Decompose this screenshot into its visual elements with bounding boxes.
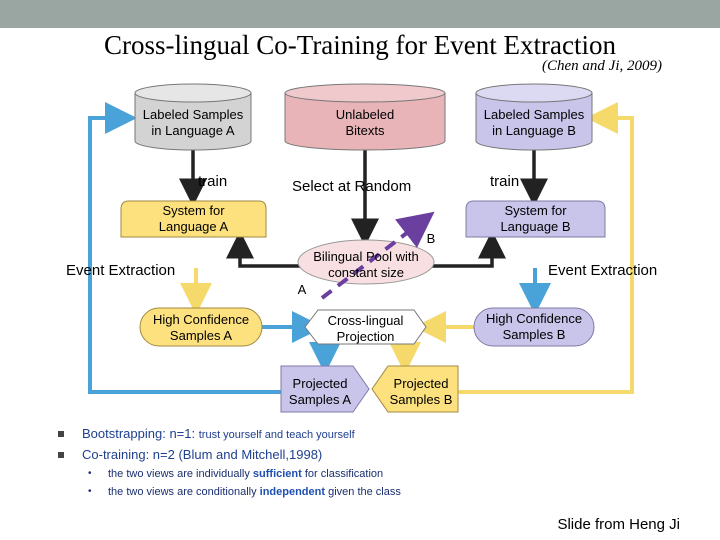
bilingual-pool-label: Bilingual Pool with constant size — [313, 249, 419, 280]
bullet-square-icon — [58, 431, 64, 437]
bullet-small-text: trust yourself and teach yourself — [198, 429, 355, 441]
bullet-bootstrapping: Bootstrapping: n=1: trust yourself and t… — [58, 424, 698, 445]
event-extraction-b-label: Event Extraction — [548, 262, 658, 279]
bullet-square-icon — [58, 452, 64, 458]
pool-to-system-a — [226, 230, 303, 268]
slide-title: Cross-lingual Co-Training for Event Extr… — [104, 30, 616, 60]
bullet-cotraining: Co-training: n=2 (Blum and Mitchell,1998… — [58, 445, 698, 465]
pool-b-label: B — [426, 231, 436, 246]
sub-bullet-sufficient: • the two views are individually suffici… — [58, 465, 698, 483]
unlabeled-bitexts-cylinder — [284, 83, 446, 151]
title-bar — [0, 0, 720, 28]
sub-bullet-text: given the class — [325, 486, 401, 498]
sub-bullet-highlight: independent — [259, 486, 326, 498]
hc-b-label: High Confidence Samples B — [485, 311, 583, 342]
unlabeled-bitexts-label: Unlabeled Bitexts — [335, 107, 395, 138]
hc-b-box — [473, 307, 595, 347]
proj-a-pentagon — [280, 365, 370, 413]
sub-bullet-highlight: sufficient — [252, 468, 302, 480]
pool-to-system-b — [430, 230, 506, 268]
proj-b-label: Projected Samples B — [389, 376, 453, 407]
system-a-label: System for Language A — [158, 203, 229, 234]
labeled-samples-b-cylinder — [475, 83, 593, 151]
bullet-dot-icon: • — [88, 468, 92, 479]
pool-a-label: A — [297, 282, 307, 297]
feedback-loop-a — [88, 102, 284, 394]
bullet-list: Bootstrapping: n=1: trust yourself and t… — [58, 424, 698, 501]
system-b-box — [465, 200, 606, 238]
event-extraction-a-label: Event Extraction — [66, 262, 176, 279]
proj-a-label: Projected Samples A — [288, 376, 352, 407]
sub-bullet-independent: • the two views are conditionally indepe… — [58, 483, 698, 501]
hc-a-box — [139, 307, 263, 347]
projection-label: Cross-lingual Projection — [327, 313, 404, 344]
select-random-label: Select at Random — [292, 178, 412, 195]
bilingual-pool-ellipse — [297, 239, 435, 285]
slide-subtitle: (Chen and Ji, 2009) — [542, 58, 662, 74]
system-a-box — [120, 200, 267, 238]
slide-credit: Slide from Heng Ji — [557, 516, 680, 533]
train-a-label: train — [198, 173, 228, 190]
proj-b-pentagon — [371, 365, 459, 413]
bullet-main-text: Co-training: n=2 (Blum and Mitchell,1998… — [82, 447, 323, 462]
projection-hexagon — [304, 309, 427, 345]
labeled-samples-b-label: Labeled Samples in Language B — [483, 107, 585, 138]
split-dashed-line — [320, 211, 435, 300]
sub-bullet-text: the two views are individually — [108, 468, 253, 480]
bullet-dot-icon: • — [88, 486, 92, 497]
sub-bullet-text: the two views are conditionally — [108, 486, 260, 498]
train-b-label: train — [490, 173, 520, 190]
sub-bullet-text: for classification — [301, 468, 384, 480]
hc-a-label: High Confidence Samples A — [152, 312, 250, 343]
system-b-label: System for Language B — [500, 203, 571, 234]
feedback-loop-b — [455, 102, 634, 394]
labeled-samples-a-label: Labeled Samples in Language A — [142, 107, 244, 138]
bullet-main-text: Bootstrapping: n=1: — [82, 426, 199, 441]
labeled-samples-a-cylinder — [134, 83, 252, 151]
